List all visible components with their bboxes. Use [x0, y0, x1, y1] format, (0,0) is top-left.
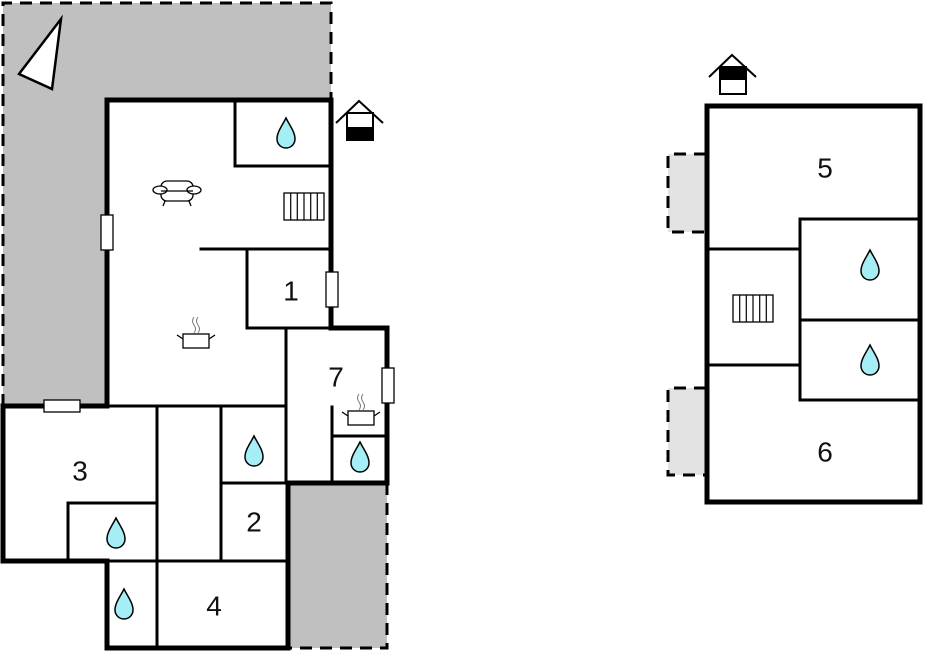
balcony — [668, 388, 706, 475]
terrace-area-south — [288, 483, 387, 648]
sofa-icon — [152, 180, 202, 207]
terrace-area — [3, 3, 331, 406]
upper-floor: 5 6 — [666, 54, 923, 505]
room-label-3: 3 — [72, 456, 88, 487]
room-label-1: 1 — [283, 276, 299, 307]
room-label-5: 5 — [817, 153, 833, 184]
terrace-outline — [1, 1, 333, 406]
building-footprint — [3, 100, 387, 648]
interior-walls — [705, 217, 922, 402]
room-label-6: 6 — [817, 437, 833, 468]
exterior-walls — [0, 97, 390, 651]
window — [100, 214, 114, 251]
ground-floor: 1 2 3 4 7 — [0, 1, 395, 651]
window — [43, 399, 81, 413]
entrance-icon — [335, 100, 384, 141]
compass-arrow-icon — [17, 14, 63, 91]
interior-walls — [66, 98, 389, 650]
stairs-icon — [283, 192, 325, 221]
terrace-south-outline — [288, 483, 389, 650]
balcony — [668, 154, 706, 232]
room-label-2: 2 — [246, 507, 262, 538]
window — [381, 367, 395, 404]
window — [325, 271, 339, 308]
stairs-icon — [732, 294, 774, 323]
room-label-4: 4 — [206, 591, 222, 622]
balcony-outline — [666, 386, 706, 477]
entrance-icon — [708, 54, 757, 95]
room-label-7: 7 — [328, 362, 344, 393]
